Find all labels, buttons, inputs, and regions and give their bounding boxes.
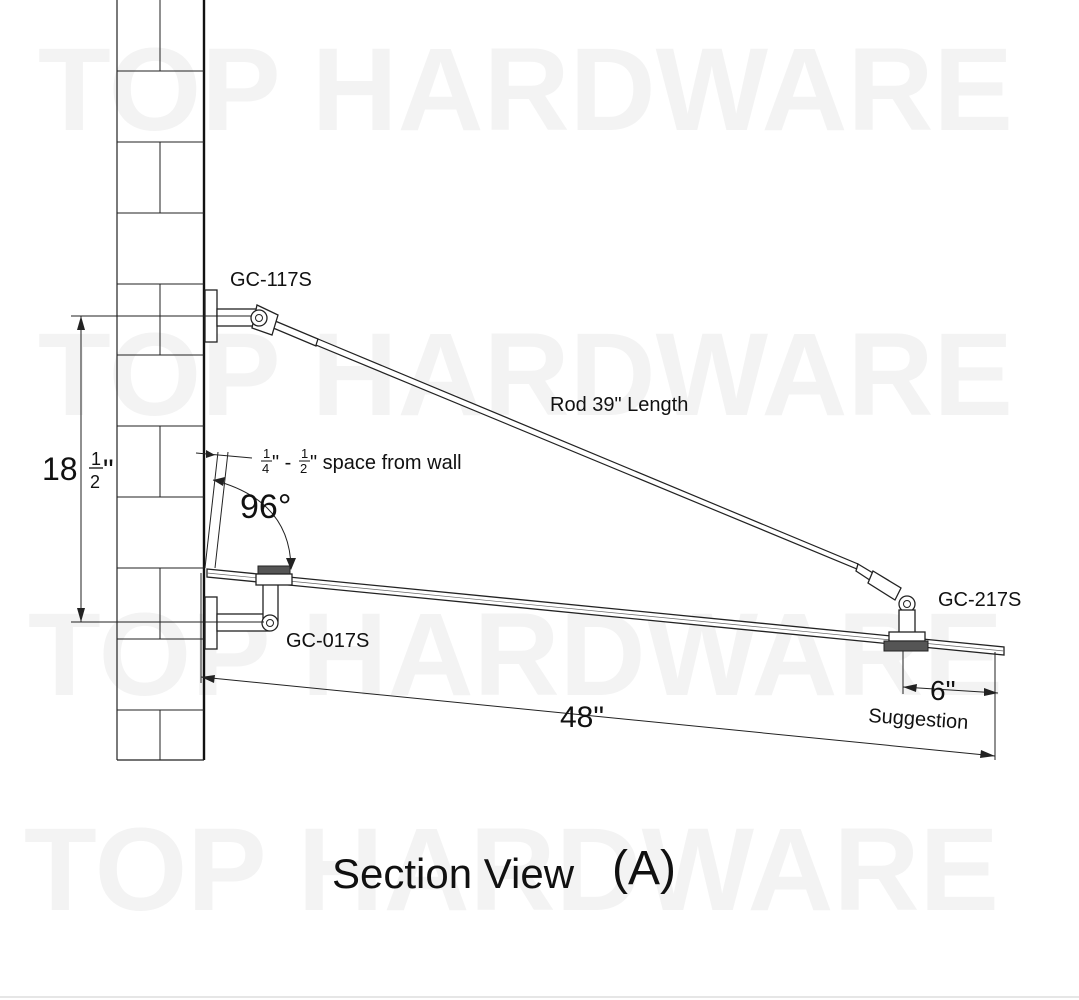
tie-rod (265, 317, 902, 601)
height-dimension (71, 315, 264, 623)
bottom-wall-bracket (204, 565, 293, 650)
watermark-text-3: TOP HARDWARE (28, 589, 1003, 721)
angle-dimension (212, 477, 296, 570)
height-frac-den: 2 (90, 472, 100, 492)
awning-panel (206, 568, 1005, 656)
label-rod: Rod 39" Length (550, 394, 688, 416)
label-width: 48" (560, 701, 604, 734)
watermark-text-1: TOP HARDWARE (38, 24, 1013, 156)
label-angle: 96° (240, 488, 291, 526)
label-height: 18 1 2 " (42, 449, 114, 492)
wall-space-dimension (195, 450, 253, 569)
brick-wall (116, 0, 206, 761)
section-title: Section View (A) (332, 842, 676, 897)
watermark-text-4: TOP HARDWARE (24, 804, 999, 936)
width-dimension (200, 573, 996, 760)
space-sep: " - (272, 452, 297, 474)
space-frac1-den: 4 (262, 461, 269, 476)
label-end-bracket: GC-217S (938, 589, 1021, 611)
height-frac-num: 1 (91, 449, 101, 469)
end-bracket (883, 595, 929, 652)
space-text: " space from wall (310, 452, 462, 474)
section-title-id: (A) (612, 842, 676, 895)
overhang-dimension (902, 651, 999, 696)
label-space-from-wall: 1 4 " - 1 2 " space from wall (261, 446, 462, 476)
height-unit: " (103, 454, 114, 487)
top-wall-bracket (204, 289, 279, 343)
label-bottom-bracket: GC-017S (286, 630, 369, 652)
section-title-text: Section View (332, 850, 575, 897)
label-overhang: 6" (930, 675, 956, 706)
space-frac2-num: 1 (301, 446, 308, 461)
watermark-group: TOP HARDWARE TOP HARDWARE TOP HARDWARE T… (24, 24, 1013, 936)
height-whole: 18 (42, 451, 78, 487)
space-frac2-den: 2 (300, 461, 307, 476)
space-frac1-num: 1 (263, 446, 270, 461)
watermark-text-2: TOP HARDWARE (38, 309, 1013, 441)
label-top-bracket: GC-117S (230, 269, 312, 291)
